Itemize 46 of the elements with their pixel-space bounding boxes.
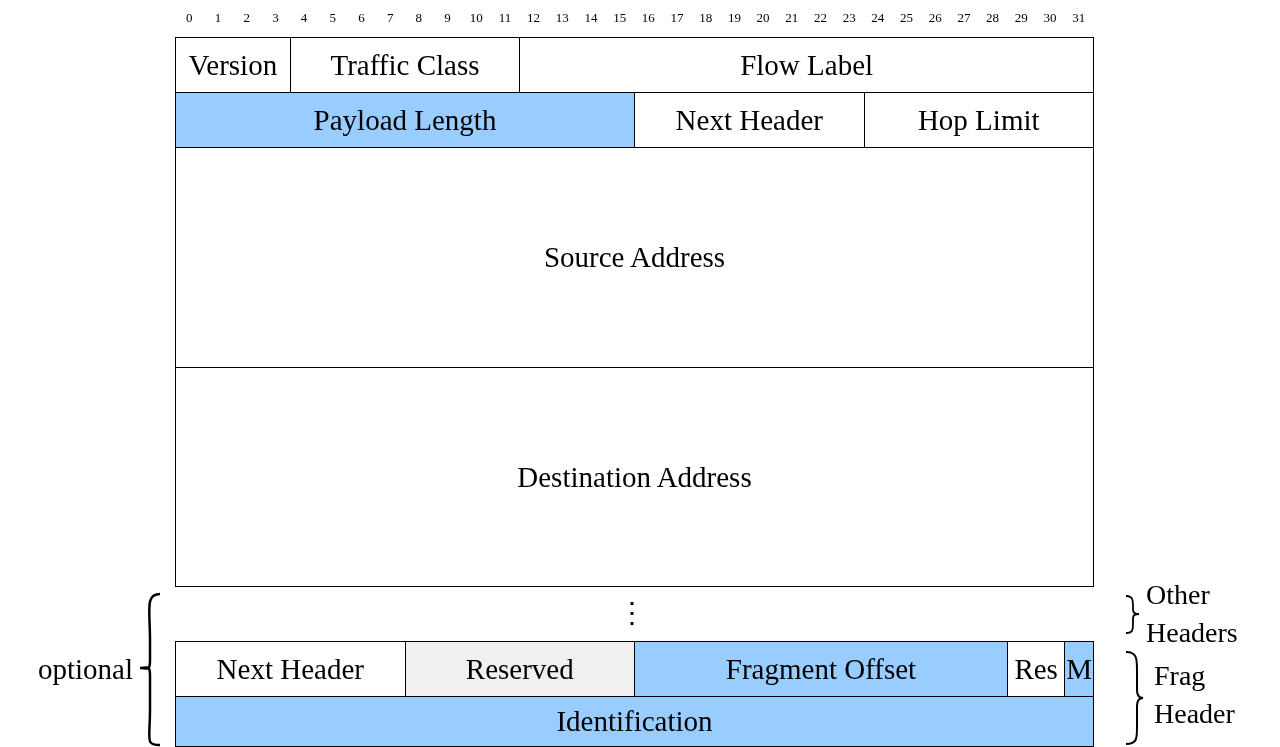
header-field: Payload Length xyxy=(175,92,635,148)
header-field: Destination Address xyxy=(175,367,1094,587)
bit-number: 6 xyxy=(357,9,366,27)
bit-number: 4 xyxy=(299,9,309,27)
bit-number: 1 xyxy=(213,9,223,27)
bit-number: 29 xyxy=(1013,9,1029,27)
bit-number: 24 xyxy=(870,9,886,27)
bit-number: 21 xyxy=(784,9,800,27)
bit-number: 10 xyxy=(468,9,484,27)
bit-number: 12 xyxy=(526,9,542,27)
bit-number: 28 xyxy=(985,9,1001,27)
bit-number: 20 xyxy=(755,9,771,27)
header-field: Fragment Offset xyxy=(634,641,1008,697)
bit-number: 3 xyxy=(271,9,280,27)
header-field: Flow Label xyxy=(519,37,1094,93)
bit-number: 15 xyxy=(612,9,628,27)
bit-number: 25 xyxy=(899,9,915,27)
frag-header-label: Frag Header xyxy=(1154,659,1236,731)
ellipsis-label: ⋮ xyxy=(617,596,647,630)
bit-number: 18 xyxy=(698,9,714,27)
header-field: Identification xyxy=(175,696,1094,747)
bit-number: 19 xyxy=(726,9,742,27)
header-field: Source Address xyxy=(175,147,1094,368)
bit-number: 11 xyxy=(497,9,513,27)
bit-number: 8 xyxy=(414,9,424,27)
bit-number: 9 xyxy=(443,9,452,27)
bit-number: 26 xyxy=(927,9,943,27)
bit-number: 22 xyxy=(812,9,828,27)
bit-number: 31 xyxy=(1071,9,1087,27)
bit-number: 14 xyxy=(583,9,599,27)
optional-label: optional xyxy=(36,652,133,687)
header-field: M xyxy=(1064,641,1094,697)
bit-number: 0 xyxy=(185,9,194,27)
bit-number: 7 xyxy=(385,9,395,27)
bit-number: 23 xyxy=(841,9,857,27)
bit-number: 30 xyxy=(1042,9,1058,27)
header-field: Next Header xyxy=(175,641,406,697)
bit-number: 27 xyxy=(956,9,972,27)
bit-number: 2 xyxy=(242,9,251,27)
bit-number: 17 xyxy=(669,9,685,27)
header-field: Version xyxy=(175,37,291,93)
bit-number: 5 xyxy=(328,9,338,27)
bit-number: 16 xyxy=(640,9,656,27)
header-field: Reserved xyxy=(404,641,635,697)
bit-number: 13 xyxy=(554,9,570,27)
other-headers-label: Other Headers xyxy=(1146,578,1239,650)
